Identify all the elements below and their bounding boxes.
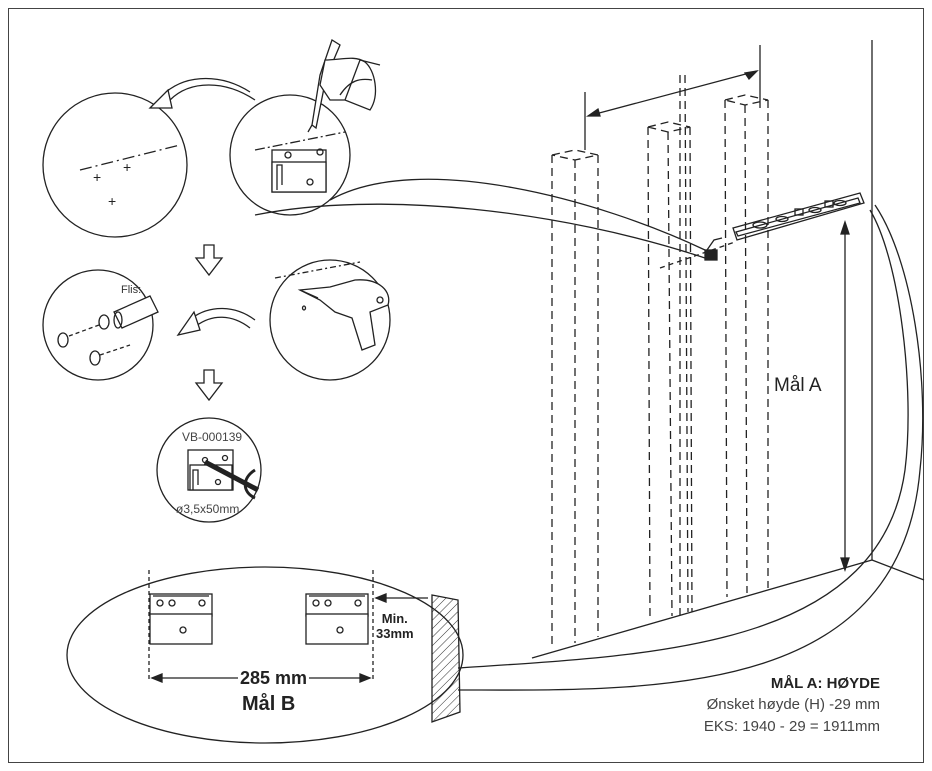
marking-circle [229,94,351,216]
svg-text:+: + [93,169,101,185]
hand-pencil-icon [307,39,381,133]
note-line-2: EKS: 1940 - 29 = 1911mm [703,718,880,735]
floor-right-line [871,559,925,581]
drill-icon [297,279,390,351]
bracket-on-wall-icon [704,237,723,261]
screwdriver-icon [203,459,260,500]
screw-circle [156,417,262,523]
bracket-spacing-callout [66,566,464,744]
min-line2: 33mm [376,625,414,641]
wall-plug-label: Flis: [121,284,142,296]
spirit-level-icon [732,192,865,241]
curved-arrow-icon [176,307,256,337]
svg-text:+: + [108,193,116,209]
curved-arrow-icon [148,77,256,109]
note-line-1: Ønsket høyde (H) -29 mm [706,696,880,713]
down-arrow-icon [194,369,224,402]
note-title: MÅL A: HØYDE [770,675,880,692]
floor-line [531,559,873,659]
wall-plug-circle [42,269,154,381]
diagram-frame [8,8,924,763]
mal-b-label: Mål B [242,693,296,715]
top-width-dimension [584,45,761,150]
min-line1: Min. [381,611,408,626]
min-distance-label: Min. 33mm [376,611,414,642]
screw-size-label: ø3,5x50mm [176,502,240,516]
product-code-label: VB-000139 [182,430,243,444]
wall-plug-icon [113,295,159,329]
bracket-spacing-value: 285 mm [238,668,310,688]
drilling-circle [269,259,391,381]
marking-result-circle: + + + [42,92,188,238]
mal-a-label: Mål A [774,375,822,396]
mal-a-dimension [840,219,850,573]
down-arrow-icon [194,244,224,277]
dashed-panels [551,74,769,648]
svg-text:+: + [123,159,131,175]
